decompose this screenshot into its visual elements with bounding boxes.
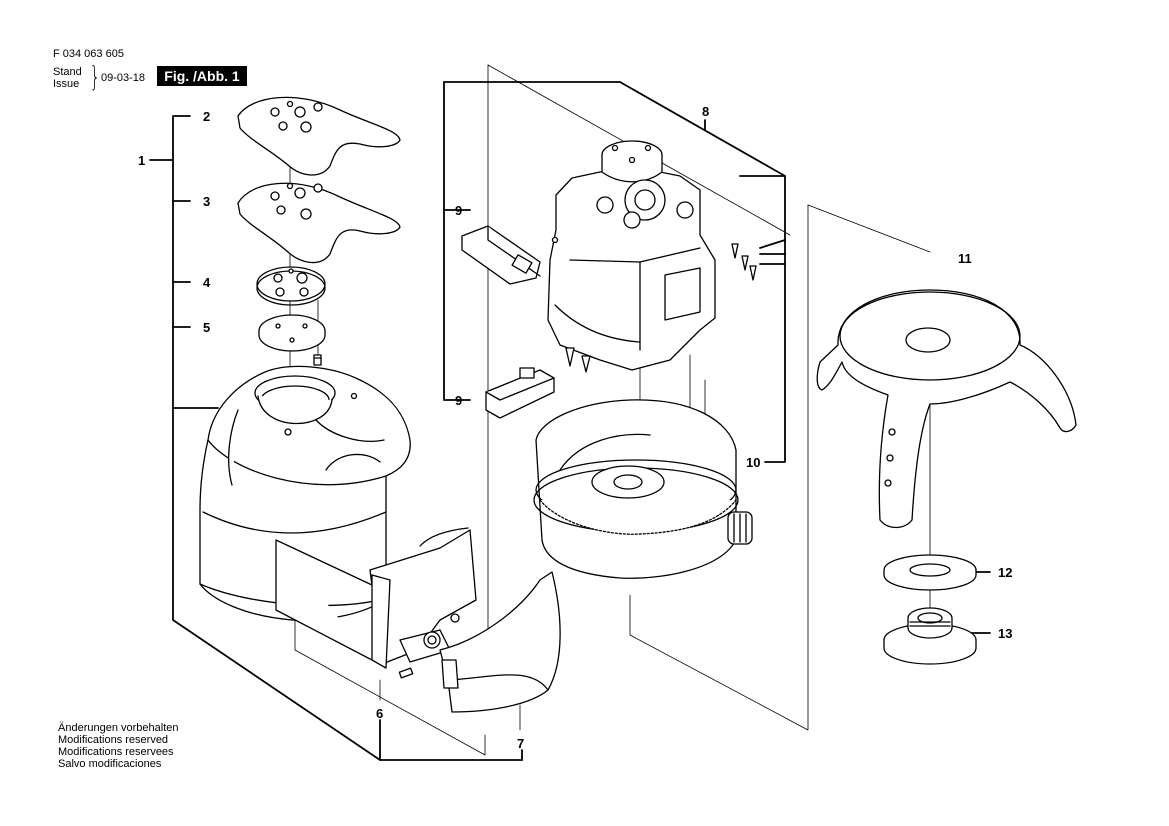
part-number-5: 5 <box>203 320 210 335</box>
part-number-labels: 1 2 3 4 5 6 7 8 9 9 10 11 12 13 <box>138 104 1012 751</box>
screw-small <box>313 354 322 366</box>
part-9-sensor-lower <box>485 367 555 419</box>
part-13-thread-adapter <box>883 607 977 665</box>
part-1-housing <box>199 365 411 621</box>
issue-date: 09-03-18 <box>101 72 146 84</box>
assembly-brackets <box>149 81 991 761</box>
part-number-3: 3 <box>203 194 210 209</box>
part-2-top-plate <box>237 96 401 176</box>
part-5-flat-disc <box>258 314 326 352</box>
part-number-9-upper: 9 <box>455 203 462 218</box>
part-7-cover <box>439 571 561 713</box>
stand-label: Stand <box>53 66 82 78</box>
part-9-sensor-upper <box>461 225 541 285</box>
part-number-13: 13 <box>998 626 1012 641</box>
modification-notes: Änderungen vorbehalten Modifications res… <box>58 722 178 770</box>
part-number-2: 2 <box>203 109 210 124</box>
note-en: Modifications reserved <box>58 734 169 746</box>
stand-issue-label: Stand Issue <box>53 66 82 90</box>
part-4-gasket-disc <box>256 266 326 306</box>
part-10-base <box>533 399 753 579</box>
note-de: Änderungen vorbehalten <box>58 722 179 734</box>
part-number-12: 12 <box>998 565 1012 580</box>
part-6-bracket <box>275 527 477 679</box>
note-fr: Modifications reservees <box>58 746 174 758</box>
screws-part-8 <box>565 243 757 373</box>
part-11-tripod-cover <box>816 289 1077 529</box>
part-number-8: 8 <box>702 104 709 119</box>
part-number-4: 4 <box>203 275 211 290</box>
part-8-laser-module <box>547 140 716 371</box>
part-number-6: 6 <box>376 706 383 721</box>
note-es: Salvo modificaciones <box>58 758 162 770</box>
part-12-washer <box>883 554 977 591</box>
part-number-1: 1 <box>138 153 145 168</box>
part-number-10: 10 <box>746 455 760 470</box>
figure-label: Fig. /Abb. 1 <box>157 66 247 86</box>
document-number: F 034 063 605 <box>53 48 124 60</box>
part-number-7: 7 <box>517 736 524 751</box>
part-number-11: 11 <box>958 251 972 266</box>
part-3-second-plate <box>237 182 401 264</box>
part-number-9-lower: 9 <box>455 393 462 408</box>
brace-glyph: } <box>89 60 101 93</box>
issue-label: Issue <box>53 78 80 90</box>
